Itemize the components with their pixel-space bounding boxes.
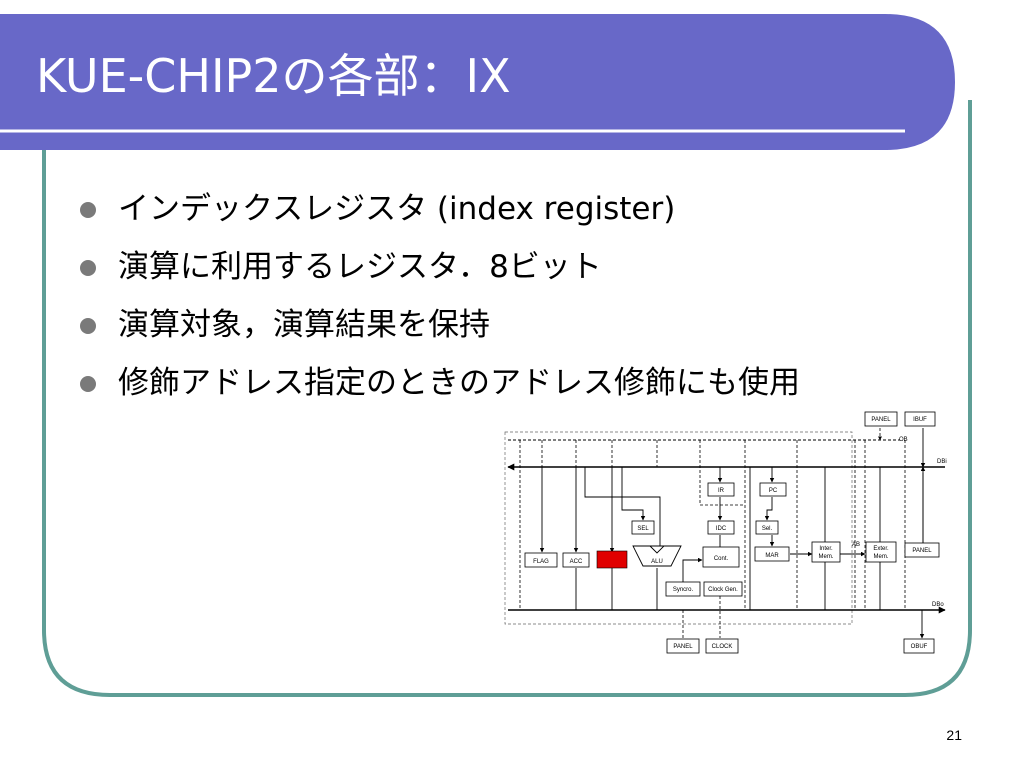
slide-title: KUE-CHIP2の各部：IX — [36, 49, 511, 103]
inter-mem-label-1: Inter. — [819, 546, 833, 552]
page-number: 21 — [946, 727, 962, 743]
obuf-label: OBUF — [911, 644, 928, 650]
alu-block — [632, 545, 682, 567]
panel-right-block — [904, 542, 940, 558]
bullet-dot-icon — [80, 202, 96, 218]
bullet-item: 修飾アドレス指定のときのアドレス修飾にも使用 — [80, 362, 880, 404]
data-paths — [539, 428, 926, 639]
bullet-text: インデックスレジスタ (index register) — [118, 191, 676, 227]
clock-label: CLOCK — [712, 644, 733, 650]
ir-label: IR — [718, 488, 725, 494]
dbi-label: DBi — [937, 459, 947, 465]
blocks: PANEL IBUF IR PC SEL IDC Sel. FLAG ACC C… — [524, 411, 940, 654]
clock-block — [705, 638, 739, 654]
content-frame — [42, 100, 972, 697]
cont-label: Cont. — [714, 556, 729, 562]
flag-label: FLAG — [533, 559, 549, 565]
bullet-item: インデックスレジスタ (index register) — [80, 188, 880, 230]
kue-chip2-block-diagram: ALU PANEL IBUF IR PC SEL IDC Sel. FLAG A… — [504, 411, 947, 654]
title-bar — [0, 14, 955, 150]
exter-mem-label-1: Exter. — [873, 546, 889, 552]
alu-label: ALU — [651, 559, 663, 565]
obuf-block — [903, 638, 935, 654]
sel-right-block — [755, 520, 779, 535]
bullet-list: インデックスレジスタ (index register) 演算に利用するレジスタ．… — [80, 188, 880, 420]
sel-left-label: SEL — [637, 526, 649, 532]
panel-top-block — [864, 411, 898, 427]
dbo-label: DBo — [932, 602, 944, 608]
exter-mem-label-2: Mem. — [874, 554, 889, 560]
clock-gen-label: Clock Gen. — [708, 587, 738, 593]
bullet-dot-icon — [80, 318, 96, 334]
panel-bottom-label: PANEL — [673, 644, 693, 650]
pc-label: PC — [769, 488, 778, 494]
syncro-label: Syncro. — [673, 587, 694, 593]
panel-bottom-block — [666, 638, 700, 654]
ix-block — [596, 550, 628, 569]
panel-right-label: PANEL — [912, 548, 932, 554]
bullet-dot-icon — [80, 376, 96, 392]
ab-label: AB — [852, 542, 860, 548]
syncro-block — [665, 581, 701, 597]
bullet-dot-icon — [80, 260, 96, 276]
pc-block — [759, 482, 787, 497]
sel-right-label: Sel. — [762, 526, 773, 532]
ob-label: OB — [899, 437, 908, 443]
exter-mem-block — [865, 541, 897, 563]
idc-label: IDC — [716, 526, 727, 532]
inter-mem-block — [811, 541, 841, 563]
ibuf-label: IBUF — [913, 417, 927, 423]
bullet-item: 演算対象，演算結果を保持 — [80, 304, 880, 346]
acc-block — [562, 552, 590, 568]
ibuf-block — [904, 411, 936, 427]
bullet-item: 演算に利用するレジスタ．8ビット — [80, 246, 880, 288]
bullet-text: 修飾アドレス指定のときのアドレス修飾にも使用 — [118, 365, 800, 401]
cont-block — [702, 546, 740, 568]
acc-label: ACC — [570, 559, 583, 565]
clock-gen-block — [703, 581, 743, 597]
mar-block — [754, 546, 790, 562]
panel-top-label: PANEL — [871, 417, 891, 423]
mar-label: MAR — [765, 553, 779, 559]
control-paths — [519, 428, 906, 638]
ir-block — [707, 482, 735, 497]
bullet-text: 演算対象，演算結果を保持 — [118, 307, 490, 343]
flag-block — [524, 552, 558, 568]
bullet-text: 演算に利用するレジスタ．8ビット — [118, 249, 602, 285]
idc-block — [707, 520, 735, 535]
inter-mem-label-2: Mem. — [819, 554, 834, 560]
sel-left-block — [631, 520, 655, 535]
chip-boundary — [504, 431, 853, 625]
alu-notch — [648, 545, 666, 554]
